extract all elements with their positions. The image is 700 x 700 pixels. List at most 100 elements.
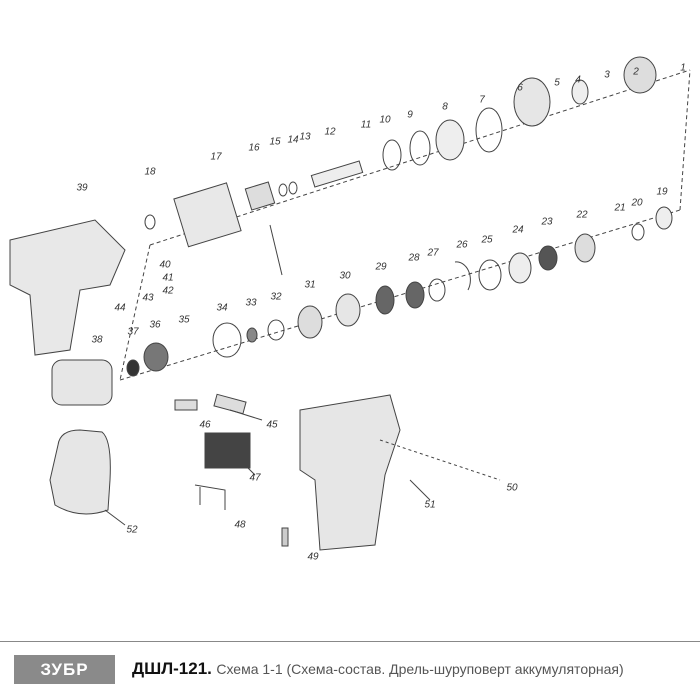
leader-line bbox=[409, 479, 431, 501]
part-number-label: 1 bbox=[680, 62, 686, 74]
part-number-label: 49 bbox=[307, 551, 319, 563]
washer bbox=[212, 322, 242, 358]
diagram-caption: ДШЛ-121. Схема 1-1 (Схема-состав. Дрель-… bbox=[132, 659, 624, 679]
part-number-label: 14 bbox=[287, 134, 299, 146]
spring bbox=[409, 130, 431, 166]
part-number-label: 10 bbox=[379, 114, 391, 126]
gear-ring bbox=[335, 293, 361, 327]
part-number-label: 19 bbox=[656, 186, 668, 198]
part-number-label: 6 bbox=[517, 82, 523, 94]
left-housing-half bbox=[9, 219, 126, 356]
part-number-label: 50 bbox=[506, 482, 518, 494]
part-number-label: 29 bbox=[375, 261, 387, 273]
upper-assembly-axis bbox=[149, 69, 691, 246]
leader-line bbox=[229, 409, 263, 421]
part-number-label: 5 bbox=[554, 77, 560, 89]
washer bbox=[382, 139, 402, 171]
part-number-label: 18 bbox=[144, 166, 156, 178]
brand-logo: ЗУБР bbox=[14, 655, 115, 684]
motor bbox=[51, 359, 113, 406]
part-number-label: 45 bbox=[266, 419, 278, 431]
part-number-label: 12 bbox=[324, 126, 336, 138]
planet-gears bbox=[246, 327, 258, 343]
pinion-gear bbox=[126, 359, 140, 377]
part-number-label: 22 bbox=[576, 209, 588, 221]
part-number-label: 11 bbox=[360, 119, 372, 131]
part-number-label: 30 bbox=[339, 270, 351, 282]
ring-gear bbox=[655, 206, 673, 230]
carrier-plate bbox=[267, 319, 285, 341]
part-number-label: 42 bbox=[162, 285, 174, 297]
leader-line bbox=[104, 509, 126, 526]
part-number-label: 48 bbox=[234, 519, 246, 531]
small-ring bbox=[278, 183, 288, 197]
bearing bbox=[571, 79, 589, 105]
ring bbox=[478, 259, 502, 291]
caption-description: Схема 1-1 (Схема-состав. Дрель-шуруповер… bbox=[216, 661, 624, 677]
part-number-label: 20 bbox=[631, 197, 643, 209]
part-number-label: 38 bbox=[91, 334, 103, 346]
part-number-label: 51 bbox=[424, 499, 436, 511]
right-housing-half bbox=[299, 394, 401, 551]
part-number-label: 36 bbox=[149, 319, 161, 331]
brand-logo-text: ЗУБР bbox=[40, 659, 89, 679]
battery bbox=[49, 429, 111, 515]
part-number-label: 27 bbox=[427, 247, 439, 259]
part-number-label: 2 bbox=[633, 66, 639, 78]
small-ring bbox=[288, 181, 298, 195]
part-number-label: 26 bbox=[456, 239, 468, 251]
leader-line bbox=[379, 439, 501, 481]
part-number-label: 9 bbox=[407, 109, 413, 121]
part-number-label: 16 bbox=[248, 142, 260, 154]
ring bbox=[508, 252, 532, 284]
switch bbox=[204, 432, 251, 469]
switch-plate bbox=[174, 399, 198, 411]
planet-gears bbox=[375, 285, 395, 315]
assembly-connector-line bbox=[679, 69, 691, 211]
part-number-label: 15 bbox=[269, 136, 281, 148]
part-number-label: 35 bbox=[178, 314, 190, 326]
motor-plate bbox=[143, 342, 169, 372]
assembly-connector-line bbox=[119, 244, 151, 381]
direction-switch bbox=[213, 393, 247, 415]
part-number-label: 39 bbox=[76, 182, 88, 194]
part-number-label: 7 bbox=[479, 94, 485, 106]
part-number-label: 33 bbox=[245, 297, 257, 309]
part-number-label: 43 bbox=[142, 292, 154, 304]
part-number-label: 52 bbox=[126, 524, 138, 536]
terminal-bracket bbox=[194, 484, 226, 510]
part-number-label: 4 bbox=[575, 74, 581, 86]
part-number-label: 8 bbox=[442, 101, 448, 113]
part-number-label: 34 bbox=[216, 302, 228, 314]
gear-ring-housing bbox=[297, 305, 323, 339]
bushing bbox=[244, 181, 276, 211]
part-number-label: 37 bbox=[127, 326, 139, 338]
part-number-label: 47 bbox=[249, 472, 261, 484]
carrier bbox=[574, 233, 596, 263]
gearbox-housing bbox=[173, 182, 242, 248]
part-number-label: 40 bbox=[159, 259, 171, 271]
part-number-label: 28 bbox=[408, 252, 420, 264]
parts-drawing bbox=[9, 56, 691, 551]
footer-divider bbox=[0, 641, 700, 642]
part-number-label: 21 bbox=[614, 202, 626, 214]
leader-line bbox=[244, 464, 256, 476]
chuck bbox=[623, 56, 657, 94]
spindle bbox=[310, 160, 364, 188]
pin bbox=[269, 224, 283, 276]
planet-carrier bbox=[405, 281, 425, 309]
part-number-label: 25 bbox=[481, 234, 493, 246]
clutch-nut bbox=[435, 119, 465, 161]
washer bbox=[144, 214, 156, 230]
part-number-label: 13 bbox=[299, 131, 311, 143]
part-number-label: 41 bbox=[162, 272, 174, 284]
model-name: ДШЛ-121. bbox=[132, 659, 212, 678]
ring bbox=[475, 107, 503, 153]
part-number-label: 23 bbox=[541, 216, 553, 228]
retaining-clip bbox=[454, 261, 471, 291]
washer bbox=[428, 278, 446, 302]
part-number-label: 44 bbox=[114, 302, 126, 314]
planet-gears bbox=[538, 245, 558, 271]
part-number-label: 46 bbox=[199, 419, 211, 431]
